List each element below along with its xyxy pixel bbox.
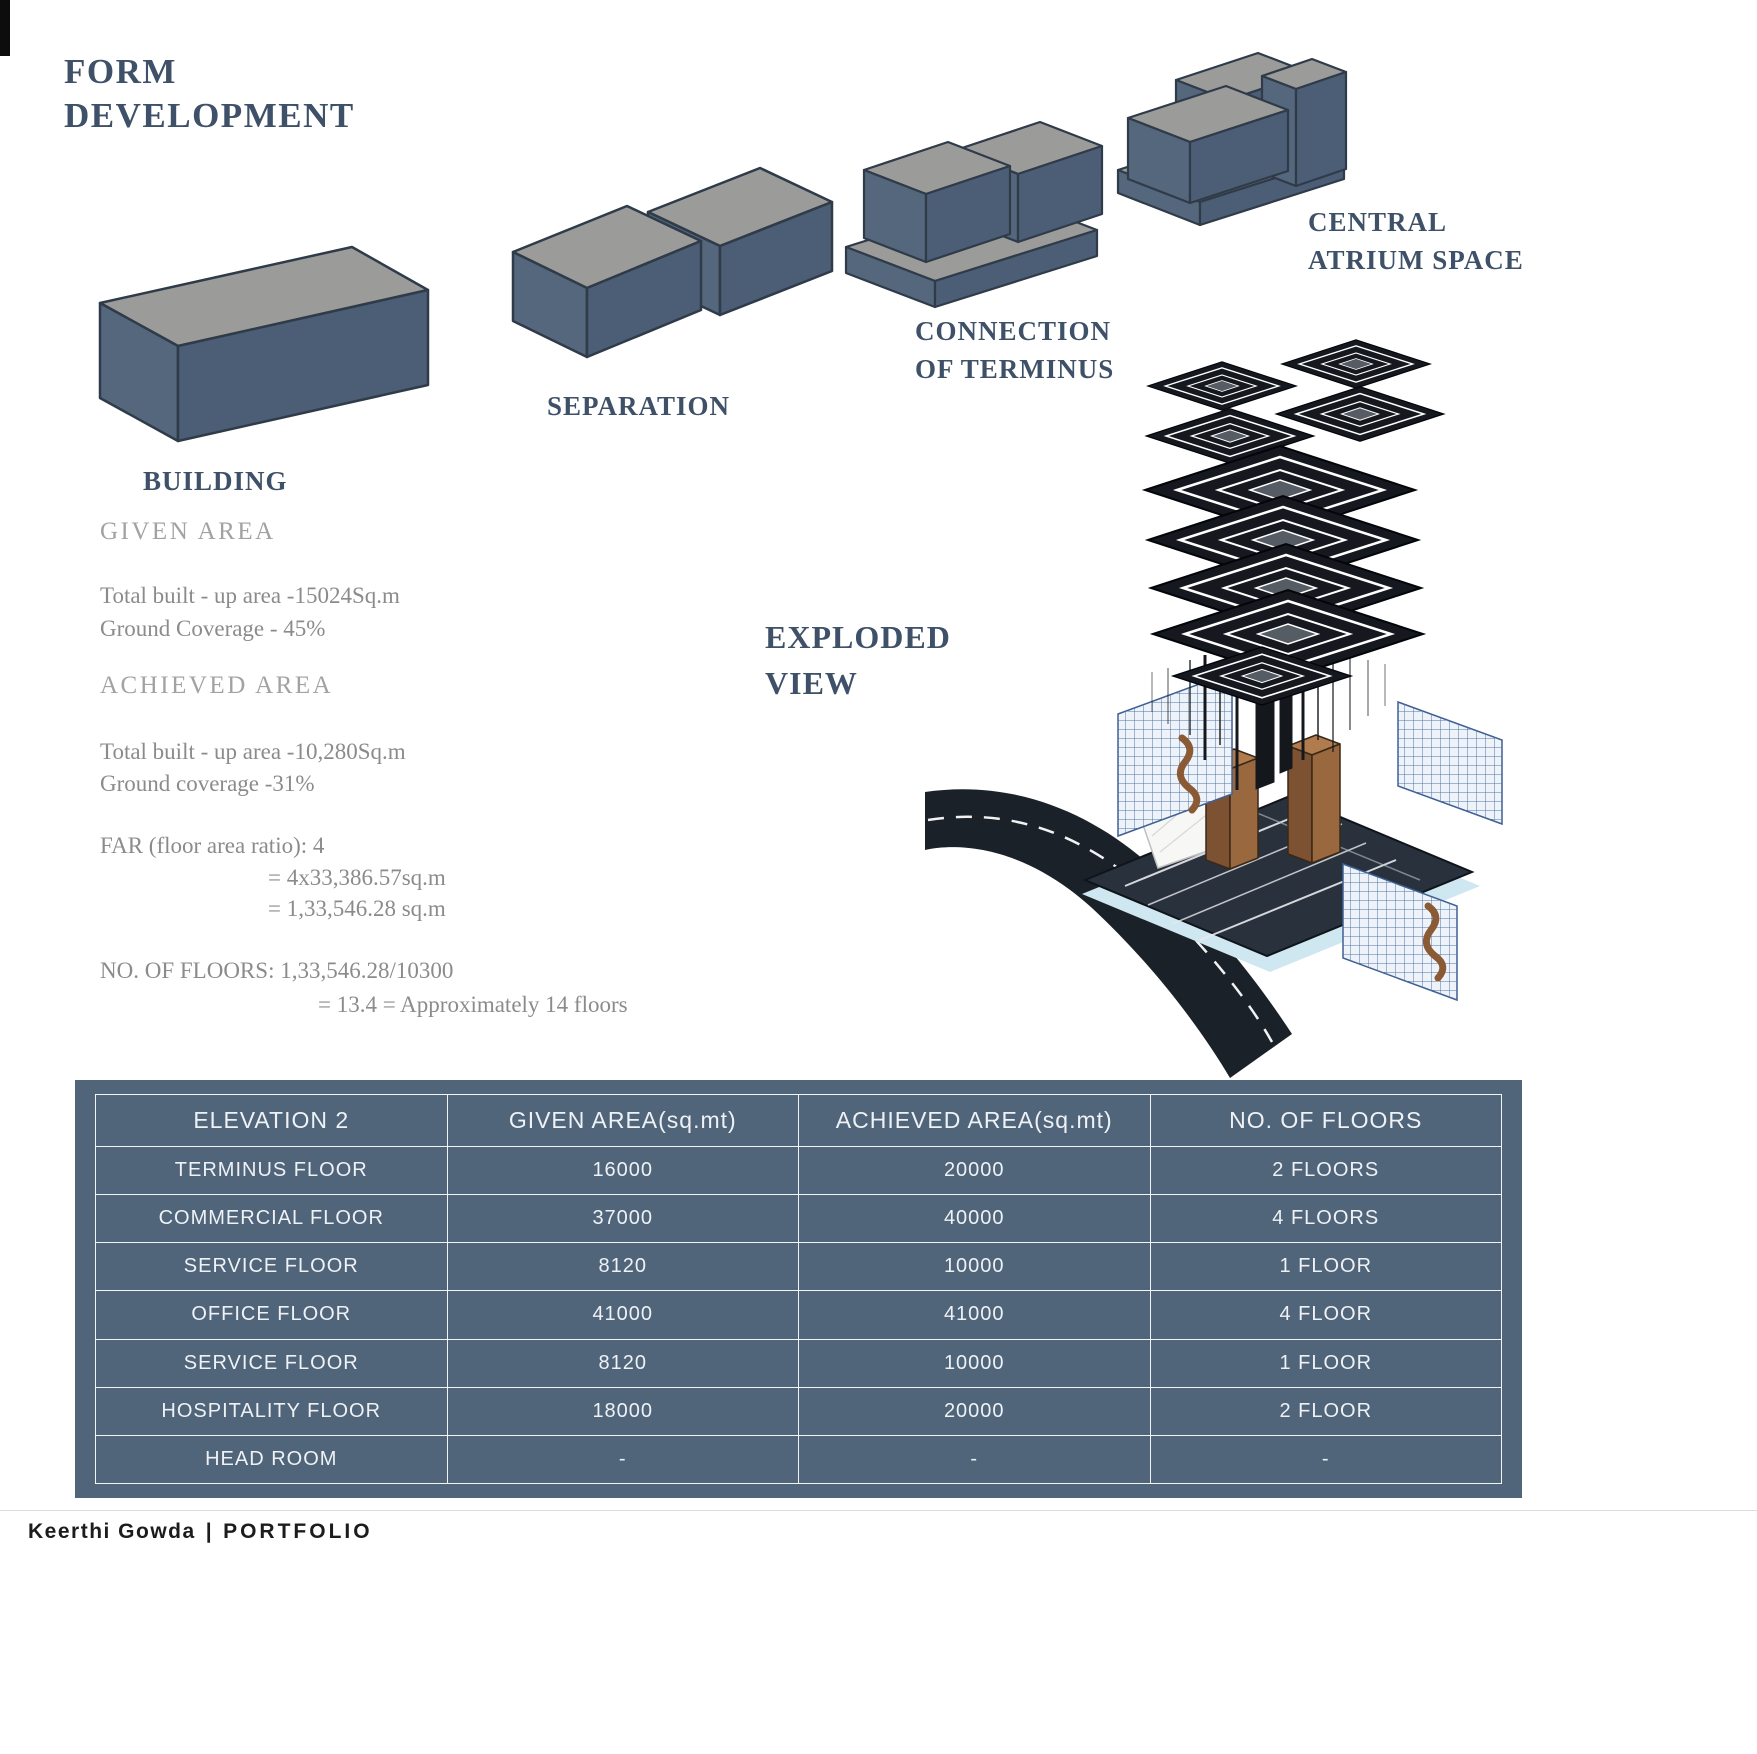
page-title-line2: DEVELOPMENT xyxy=(64,96,355,135)
floors-line1: NO. OF FLOORS: 1,33,546.28/10300 xyxy=(100,958,454,983)
table-row: HOSPITALITY FLOOR 18000 20000 2 FLOOR xyxy=(95,1386,1502,1436)
table-cell: SERVICE FLOOR xyxy=(95,1242,448,1292)
given-ground-coverage-text: Ground Coverage - 45% xyxy=(100,616,326,641)
table-cell: 20000 xyxy=(798,1145,1151,1196)
atrium-label-line1: CENTRAL xyxy=(1308,207,1448,237)
far-line1: FAR (floor area ratio): 4 xyxy=(100,833,325,858)
building-massing-diagram xyxy=(98,245,430,443)
table-header-cell: ACHIEVED AREA(sq.mt) xyxy=(798,1094,1151,1147)
table-row: COMMERCIAL FLOOR 37000 40000 4 FLOORS xyxy=(95,1194,1502,1244)
corner-mark xyxy=(0,0,10,56)
table-cell: 41000 xyxy=(798,1290,1151,1340)
table-cell: 10000 xyxy=(798,1242,1151,1292)
far-line2: = 4x33,386.57sq.m xyxy=(268,865,446,890)
table-header-row: ELEVATION 2 GIVEN AREA(sq.mt) ACHIEVED A… xyxy=(95,1094,1502,1147)
table-cell: 18000 xyxy=(446,1386,799,1436)
page-title: FORM DEVELOPMENT xyxy=(64,50,355,138)
achieved-ground-coverage-text: Ground coverage -31% xyxy=(100,771,315,796)
footer: Keerthi Gowda | PORTFOLIO xyxy=(28,1520,373,1544)
elevation-table-panel: ELEVATION 2 GIVEN AREA(sq.mt) ACHIEVED A… xyxy=(75,1080,1522,1498)
footer-portfolio-label: PORTFOLIO xyxy=(223,1520,373,1543)
table-cell: 2 FLOOR xyxy=(1149,1386,1502,1436)
table-cell: COMMERCIAL FLOOR xyxy=(95,1194,448,1244)
achieved-built-up-text: Total built - up area -10,280Sq.m xyxy=(100,739,406,764)
elevation-table: ELEVATION 2 GIVEN AREA(sq.mt) ACHIEVED A… xyxy=(95,1094,1502,1485)
connection-massing-diagram xyxy=(844,120,1104,309)
table-cell: 8120 xyxy=(446,1338,799,1388)
given-area-heading: GIVEN AREA xyxy=(100,518,276,545)
connection-label-line2: OF TERMINUS xyxy=(915,354,1115,384)
table-row: TERMINUS FLOOR 16000 20000 2 FLOORS xyxy=(95,1145,1502,1196)
table-cell: HOSPITALITY FLOOR xyxy=(95,1386,448,1436)
table-row: SERVICE FLOOR 8120 10000 1 FLOOR xyxy=(95,1242,1502,1292)
table-cell: 4 FLOOR xyxy=(1149,1290,1502,1340)
table-cell: - xyxy=(798,1434,1151,1485)
separation-label: SEPARATION xyxy=(547,391,731,421)
table-cell: HEAD ROOM xyxy=(95,1434,448,1485)
table-header-cell: NO. OF FLOORS xyxy=(1149,1094,1502,1147)
floors-line2: = 13.4 = Approximately 14 floors xyxy=(318,992,628,1017)
ground-plane xyxy=(1082,794,1480,972)
connection-label-line1: CONNECTION xyxy=(915,316,1112,346)
area-summary-block: GIVEN AREA Total built - up area -15024S… xyxy=(100,518,790,1038)
building-label: BUILDING xyxy=(143,466,288,496)
table-cell: 2 FLOORS xyxy=(1149,1145,1502,1196)
given-built-up-text: Total built - up area -15024Sq.m xyxy=(100,583,400,608)
table-cell: - xyxy=(446,1434,799,1485)
table-cell: 20000 xyxy=(798,1386,1151,1436)
table-cell: 4 FLOORS xyxy=(1149,1194,1502,1244)
atrium-massing-diagram xyxy=(1116,51,1348,227)
far-line3: = 1,33,546.28 sq.m xyxy=(268,896,446,921)
footer-divider xyxy=(0,1510,1757,1511)
connection-label: CONNECTION OF TERMINUS xyxy=(915,312,1114,388)
table-cell: OFFICE FLOOR xyxy=(95,1290,448,1340)
facade-accent-left xyxy=(1176,734,1201,814)
table-cell: 1 FLOOR xyxy=(1149,1242,1502,1292)
atrium-label-line2: ATRIUM SPACE xyxy=(1308,245,1524,275)
table-cell: 16000 xyxy=(446,1145,799,1196)
table-cell: 41000 xyxy=(446,1290,799,1340)
footer-author: Keerthi Gowda xyxy=(28,1520,196,1543)
exploded-view-label: EXPLODED VIEW xyxy=(765,614,951,706)
exploded-floor-plates xyxy=(1143,339,1445,706)
footer-separator: | xyxy=(205,1520,214,1543)
atrium-label: CENTRAL ATRIUM SPACE xyxy=(1308,203,1524,279)
table-cell: 1 FLOOR xyxy=(1149,1338,1502,1388)
facade-accent-right xyxy=(1422,902,1447,982)
exploded-view-label-line2: VIEW xyxy=(765,665,858,701)
table-cell: 40000 xyxy=(798,1194,1151,1244)
table-cell: - xyxy=(1149,1434,1502,1485)
table-row: HEAD ROOM - - - xyxy=(95,1434,1502,1485)
table-cell: 10000 xyxy=(798,1338,1151,1388)
table-cell: 37000 xyxy=(446,1194,799,1244)
exploded-view-drawing xyxy=(925,339,1503,1078)
table-header-cell: GIVEN AREA(sq.mt) xyxy=(446,1094,799,1147)
table-row: SERVICE FLOOR 8120 10000 1 FLOOR xyxy=(95,1338,1502,1388)
road-shape xyxy=(925,789,1292,1078)
achieved-area-heading: ACHIEVED AREA xyxy=(100,672,334,699)
page-title-line1: FORM xyxy=(64,52,177,91)
table-row: OFFICE FLOOR 41000 41000 4 FLOOR xyxy=(95,1290,1502,1340)
table-header-cell: ELEVATION 2 xyxy=(95,1094,448,1147)
exploded-view-label-line1: EXPLODED xyxy=(765,619,951,655)
separation-massing-diagram xyxy=(511,166,834,359)
table-cell: TERMINUS FLOOR xyxy=(95,1145,448,1196)
table-cell: SERVICE FLOOR xyxy=(95,1338,448,1388)
table-cell: 8120 xyxy=(446,1242,799,1292)
